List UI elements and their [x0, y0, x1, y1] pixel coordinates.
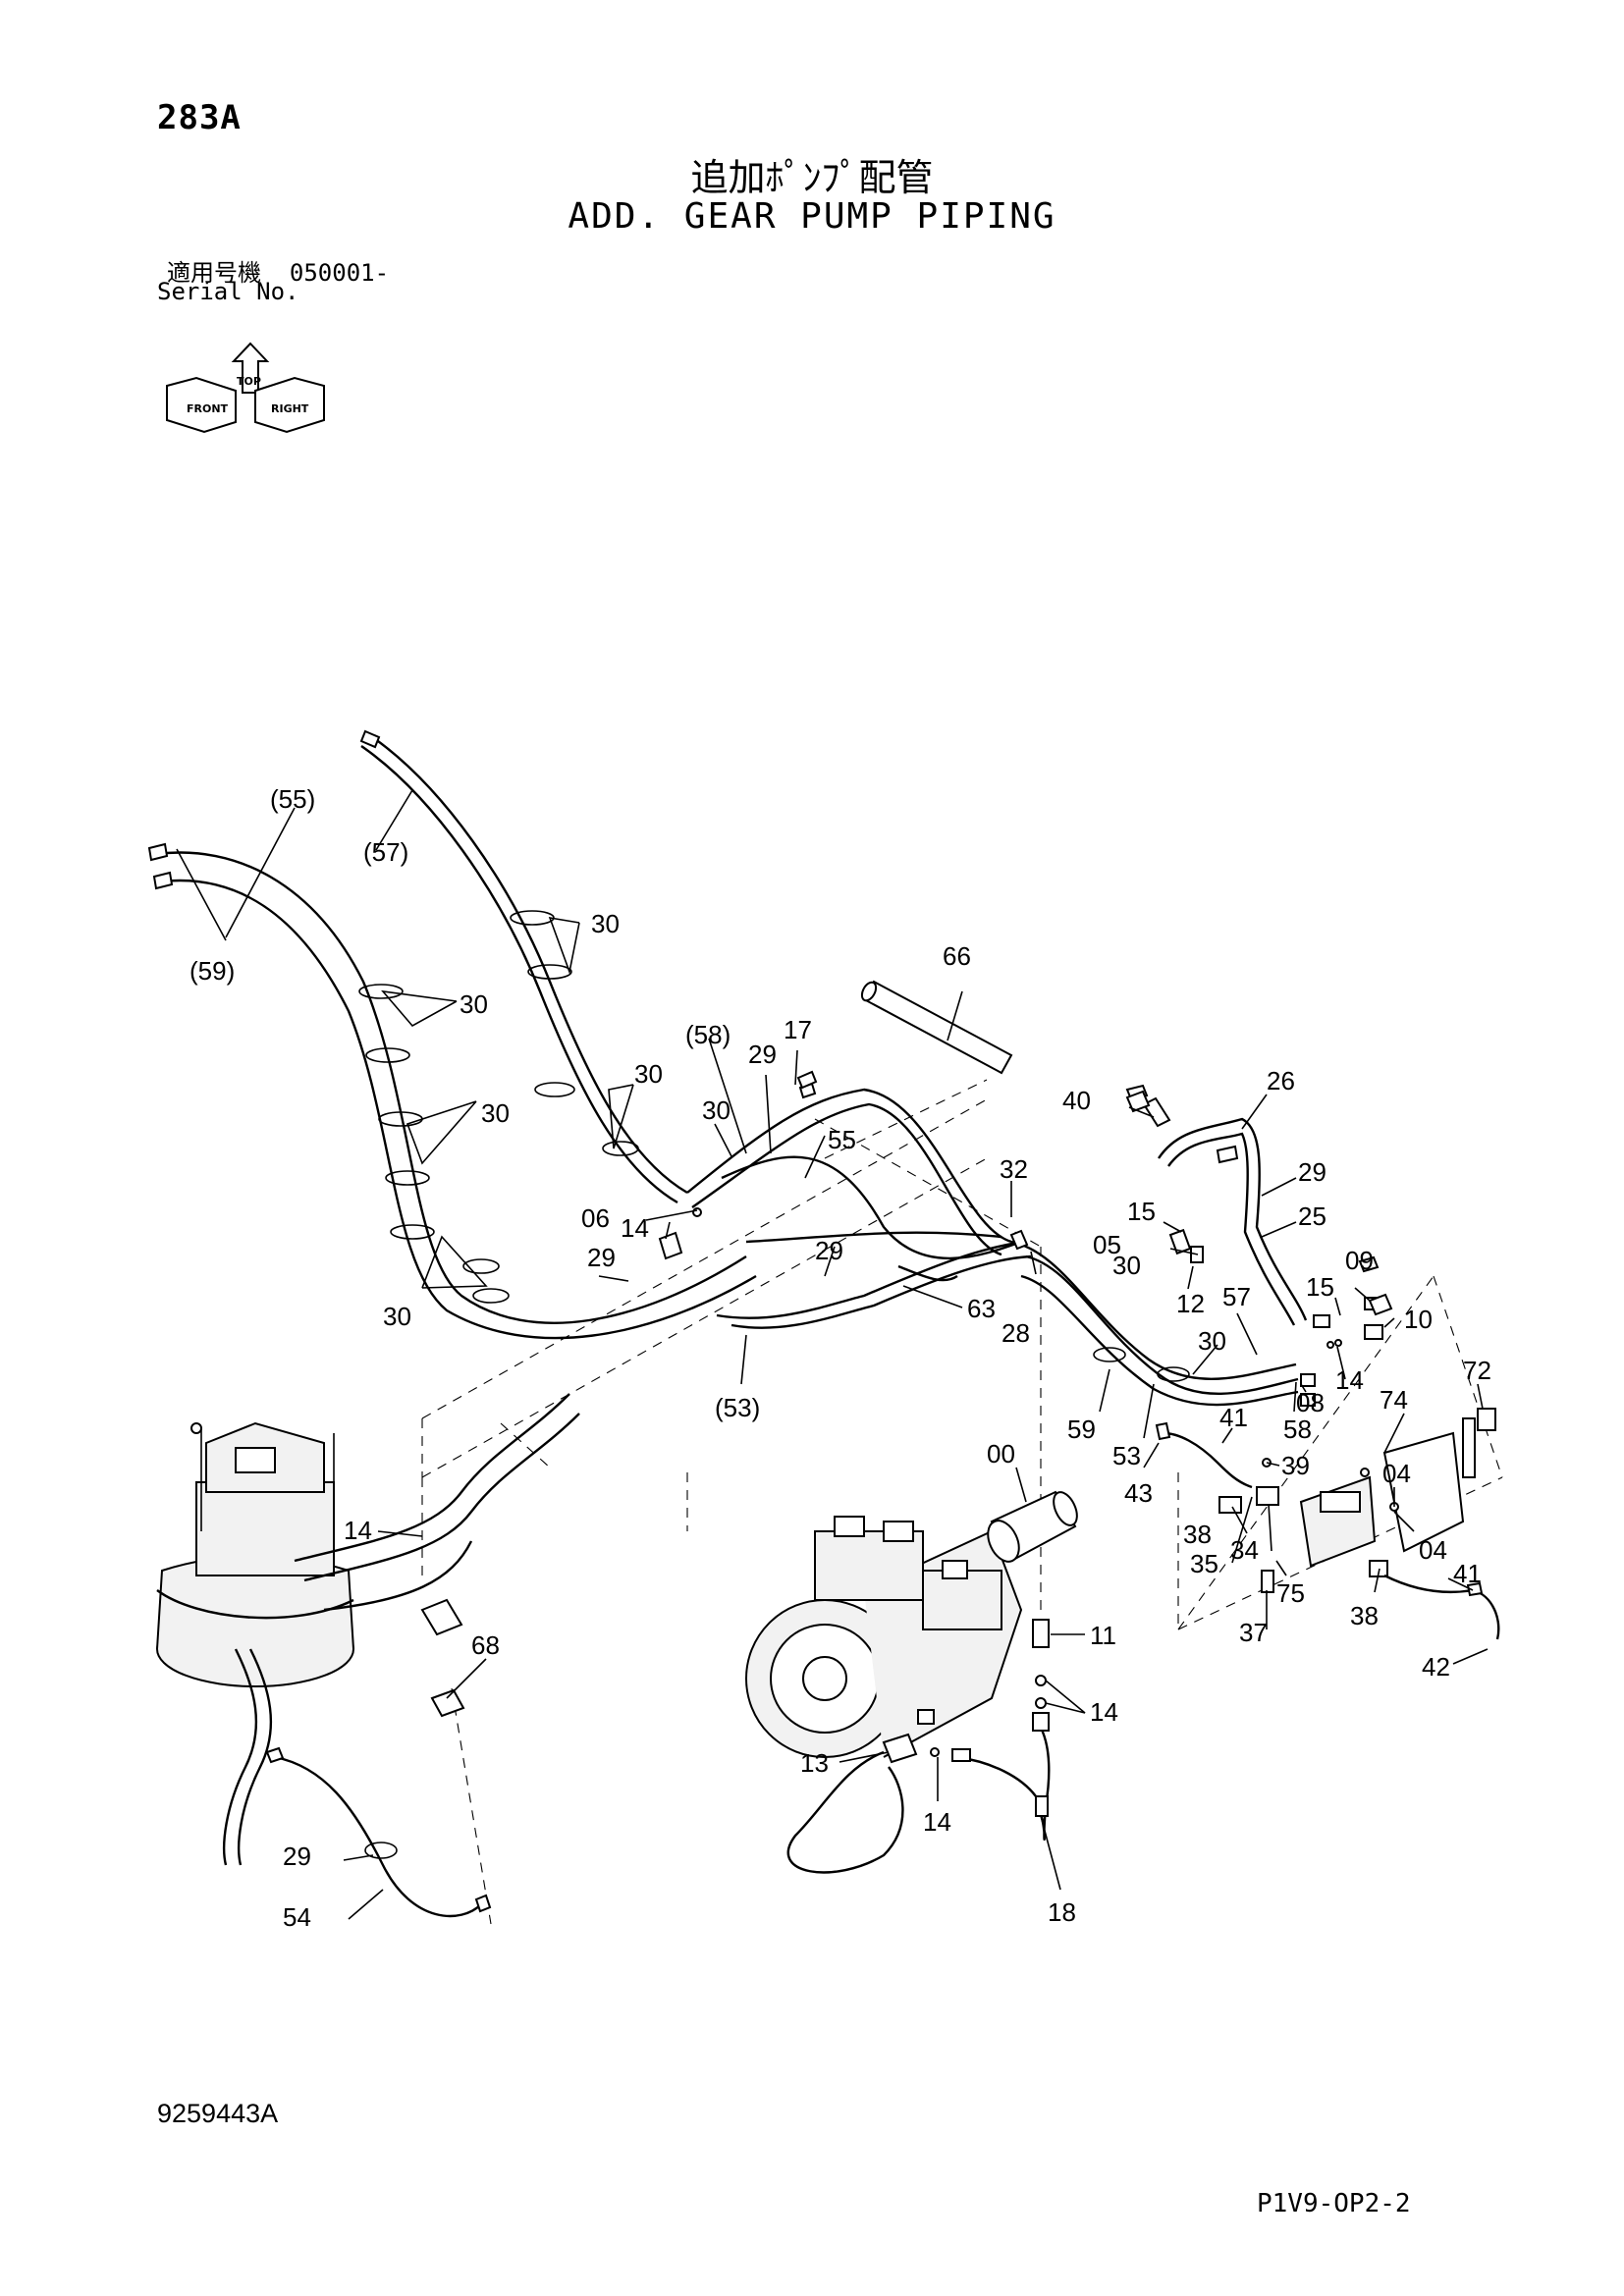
callout-label: 14 — [1335, 1365, 1364, 1395]
hose-54 — [265, 1746, 492, 1918]
callout-label: 15 — [1127, 1197, 1156, 1226]
callout-label: 06 — [581, 1203, 610, 1233]
fittings-cluster — [1168, 1228, 1383, 1407]
callout-label: 74 — [1380, 1385, 1408, 1415]
callout-label: 00 — [987, 1439, 1015, 1468]
callout-label: 29 — [1298, 1157, 1326, 1187]
callout-label: 25 — [1298, 1201, 1326, 1231]
callout-label: (58) — [685, 1020, 731, 1049]
callout-label: 68 — [471, 1630, 500, 1660]
callout-label: 30 — [460, 989, 488, 1019]
callout-label: 05 — [1093, 1230, 1121, 1259]
callout-label: 72 — [1463, 1356, 1491, 1385]
callout-label: 26 — [1267, 1066, 1295, 1095]
callout-label: 04 — [1382, 1459, 1411, 1488]
serial-applicability: 適用号機 050001- — [167, 253, 389, 288]
callout-label: (57) — [363, 837, 408, 867]
orientation-icon: TOP FRONT RIGHT — [166, 342, 325, 434]
callout-label: 15 — [1306, 1272, 1334, 1302]
callout-label: (53) — [715, 1393, 760, 1422]
hose-57 — [359, 729, 688, 1204]
callout-label: 18 — [1048, 1897, 1076, 1927]
callout-label: 57 — [1222, 1282, 1251, 1311]
orient-label-right: RIGHT — [271, 402, 309, 415]
gear-pump-00 — [987, 1490, 1078, 1563]
callout-label: 04 — [1419, 1535, 1447, 1565]
callout-label: 28 — [1001, 1318, 1030, 1348]
callout-label: 41 — [1219, 1403, 1248, 1432]
page-reference: P1V9-OP2-2 — [1257, 2189, 1411, 2218]
orient-label-front: FRONT — [187, 402, 229, 415]
callout-label: 30 — [1112, 1251, 1141, 1280]
fittings-lower — [882, 1619, 1050, 1764]
callout-label: 29 — [815, 1236, 843, 1265]
callout-label: 59 — [1067, 1415, 1096, 1444]
callout-label: 54 — [283, 1902, 311, 1932]
callout-labels: (55) (57) (59) 30 30 30 30 30 (58) 29 17… — [189, 784, 1491, 1932]
callout-label: (59) — [189, 956, 235, 986]
callout-label: (55) — [270, 784, 315, 814]
leader-lines — [176, 789, 1489, 1920]
callout-label: 14 — [344, 1516, 372, 1545]
callout-label: 63 — [967, 1294, 996, 1323]
document-number: 9259443A — [157, 2099, 279, 2128]
swing-motor — [156, 1393, 580, 1866]
callout-label: 17 — [784, 1015, 812, 1044]
callout-label: 10 — [1404, 1305, 1433, 1334]
callout-label: 29 — [748, 1040, 777, 1069]
callout-label: 09 — [1345, 1246, 1374, 1275]
serial-label-en: Serial No. — [157, 278, 299, 305]
callout-label: 30 — [1198, 1326, 1226, 1356]
callout-label: 66 — [943, 941, 971, 971]
callout-label: 30 — [702, 1095, 731, 1125]
serial-label-jp: 適用号機 — [167, 259, 261, 287]
callout-label: 37 — [1239, 1618, 1268, 1647]
callout-label: 58 — [1283, 1415, 1312, 1444]
callout-label: 14 — [1090, 1697, 1118, 1727]
callout-label: 32 — [1000, 1154, 1028, 1184]
page-id: 283A — [157, 98, 242, 137]
callout-label: 40 — [1062, 1086, 1091, 1115]
misc-fittings — [430, 1070, 1393, 1718]
hoses-55-59 — [147, 842, 757, 1340]
callout-label: 30 — [481, 1098, 510, 1128]
serial-range: 050001- — [289, 259, 390, 287]
callout-label: 13 — [800, 1748, 829, 1778]
main-pump — [745, 1516, 1023, 1758]
callout-label: 41 — [1453, 1559, 1482, 1588]
valve-assembly — [1218, 1408, 1496, 1593]
callout-label: 30 — [634, 1059, 663, 1089]
orient-label-top: TOP — [237, 375, 261, 388]
pipe-66 — [860, 980, 1013, 1075]
callout-label: 43 — [1124, 1478, 1153, 1508]
callout-label: 30 — [383, 1302, 411, 1331]
callout-label: 53 — [1112, 1441, 1141, 1470]
title-english: ADD. GEAR PUMP PIPING — [568, 196, 1056, 237]
title-japanese: 追加ﾎﾟﾝﾌﾟ配管 — [690, 156, 934, 199]
callout-label: 29 — [283, 1842, 311, 1871]
callout-label: 39 — [1281, 1451, 1310, 1480]
callout-label: 14 — [621, 1213, 649, 1243]
hose-18 — [786, 1712, 1051, 1874]
callout-label: 14 — [923, 1807, 951, 1837]
callout-label: 12 — [1176, 1289, 1205, 1318]
callout-label: 38 — [1183, 1520, 1212, 1549]
callout-label: 35 — [1190, 1549, 1218, 1578]
callout-label: 38 — [1350, 1601, 1379, 1630]
hoses-middle — [686, 1082, 1299, 1407]
callout-label: 29 — [587, 1243, 616, 1272]
callout-label: 11 — [1090, 1621, 1116, 1650]
callout-label: 75 — [1276, 1578, 1305, 1608]
callout-label: 55 — [828, 1125, 856, 1154]
callout-label: 34 — [1230, 1535, 1259, 1565]
callout-label: 42 — [1422, 1652, 1450, 1682]
clamps-30 — [358, 910, 1190, 1382]
callout-label: 08 — [1296, 1388, 1325, 1417]
callout-label: 30 — [591, 909, 620, 938]
